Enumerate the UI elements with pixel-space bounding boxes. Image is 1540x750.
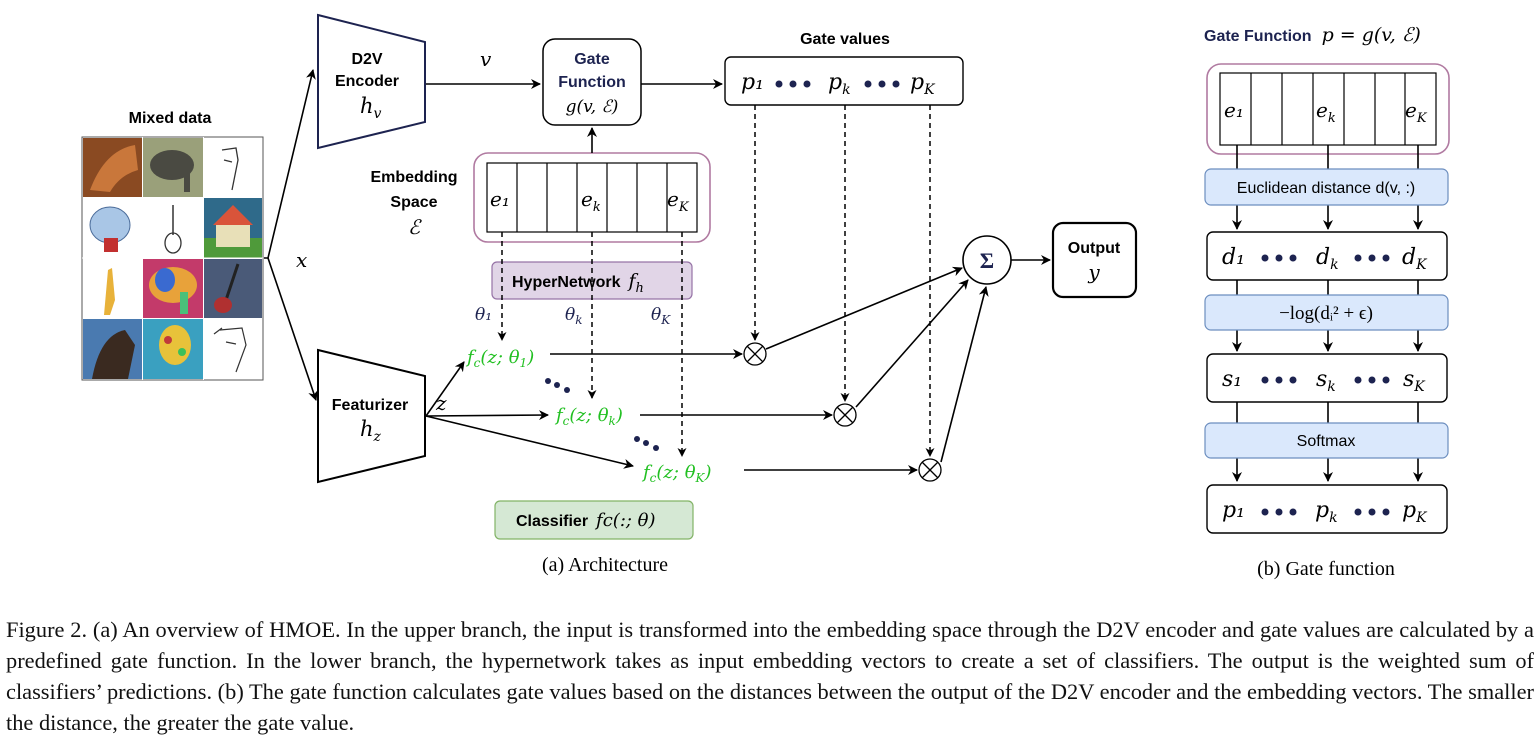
- classifier-1: fc(z; θ1): [465, 347, 534, 370]
- d2v-encoder-shape: [317, 13, 426, 150]
- classifier-ellipsis-dots: [545, 378, 659, 451]
- distance-dots: [1261, 254, 1390, 262]
- z-label: z: [435, 391, 447, 415]
- neglog-box: [1204, 294, 1449, 331]
- distance-dK: dK: [1402, 245, 1428, 273]
- multiply-node-1: [743, 342, 767, 366]
- softmax-label: Softmax: [1297, 433, 1356, 450]
- multiply-to-sum-arrows: [765, 266, 989, 463]
- embedding-symbol: ℰ: [408, 215, 422, 239]
- prob-pK: pK: [1402, 498, 1428, 526]
- distance-d1: d₁: [1222, 245, 1245, 270]
- hmoe-figure: Mixed data: [81, 13, 1450, 580]
- classifier-K: fc(z; θK): [641, 462, 712, 485]
- gate-panel-caption: (b) Gate function: [1257, 558, 1395, 580]
- euclidean-distance-label: Euclidean distance d(v, :): [1237, 180, 1415, 197]
- ellipsis-dots: [775, 80, 900, 88]
- multiply-node-K: [918, 458, 942, 482]
- theta-k: θk: [565, 305, 583, 327]
- d2v-function: hv: [360, 94, 382, 122]
- prob-pk: pk: [1315, 498, 1338, 526]
- v-label: v: [480, 47, 492, 71]
- embedding-label-line1: Embedding: [370, 169, 457, 186]
- theta-1: θ₁: [475, 305, 492, 325]
- embedding-label-line2: Space: [390, 194, 437, 211]
- featurizer-label: Featurizer: [332, 397, 408, 414]
- embedding-to-classifier-dashed: [497, 232, 687, 457]
- input-split-arrows: [264, 69, 318, 401]
- gate-panel-connectors: [1232, 145, 1423, 482]
- score-dots: [1261, 376, 1390, 384]
- sum-symbol: Σ: [980, 248, 994, 273]
- gate-value-pk: pk: [828, 70, 851, 98]
- score-sK: sK: [1403, 367, 1426, 395]
- output-var: y: [1087, 260, 1100, 284]
- figure-caption-text: Figure 2. (a) An overview of HMOE. In th…: [6, 617, 1534, 735]
- mixed-data-image-grid: [81, 136, 264, 381]
- d2v-label-line1: D2V: [351, 51, 382, 68]
- output-label: Output: [1068, 240, 1121, 257]
- softmax-box: [1204, 422, 1449, 459]
- gate-value-p1: p₁: [741, 70, 764, 95]
- embedding-ek: ek: [581, 187, 601, 215]
- classifier-to-multiply-arrows: [550, 349, 918, 475]
- embedding-e1: e₁: [490, 187, 510, 211]
- featurizer-shape: [317, 348, 426, 484]
- gate-panel-ek: ek: [1316, 98, 1336, 126]
- featurizer-to-classifier-arrows: [425, 361, 634, 469]
- gate-label-line2: Function: [558, 74, 626, 91]
- embedding-cells: [486, 162, 698, 233]
- score-s1: s₁: [1222, 367, 1242, 392]
- image-horse-sketch: [204, 319, 262, 379]
- neglog-label: −log(dᵢ² + ϵ): [1279, 303, 1373, 324]
- figure-caption: Figure 2. (a) An overview of HMOE. In th…: [6, 614, 1534, 738]
- distances-box: [1206, 231, 1448, 281]
- prob-p1: p₁: [1222, 498, 1245, 523]
- gate-expression: g(v, ℰ): [566, 97, 619, 117]
- gate-values-title: Gate values: [800, 31, 890, 48]
- classifier-legend-box: [494, 500, 694, 540]
- prob-dots: [1261, 508, 1390, 516]
- input-variable-x: x: [296, 248, 307, 272]
- image-guitar-photo: [204, 259, 262, 318]
- gate-value-pK: pK: [910, 70, 936, 98]
- gate-label-line1: Gate: [574, 51, 610, 68]
- distance-dk: dk: [1316, 245, 1339, 273]
- gate-function-box: [542, 38, 642, 126]
- classifier-k: fc(z; θk): [554, 405, 623, 428]
- multiply-node-k: [833, 403, 857, 427]
- gate-values-box: [724, 56, 964, 106]
- euclidean-distance-box: [1204, 168, 1449, 206]
- embedding-eK: eK: [667, 187, 690, 215]
- architecture-caption: (a) Architecture: [542, 554, 668, 576]
- gate-panel-eK: eK: [1405, 98, 1428, 126]
- score-sk: sk: [1316, 367, 1336, 395]
- scores-box: [1206, 353, 1448, 403]
- d2v-label-line2: Encoder: [335, 73, 399, 90]
- mixed-data-title: Mixed data: [129, 110, 212, 127]
- featurizer-function: hz: [360, 417, 382, 445]
- gate-to-multiply-dashed: [750, 105, 935, 457]
- gate-panel-e1: e₁: [1224, 98, 1244, 122]
- theta-K: θK: [651, 305, 671, 327]
- probs-box: [1206, 484, 1448, 534]
- output-box: [1051, 221, 1138, 299]
